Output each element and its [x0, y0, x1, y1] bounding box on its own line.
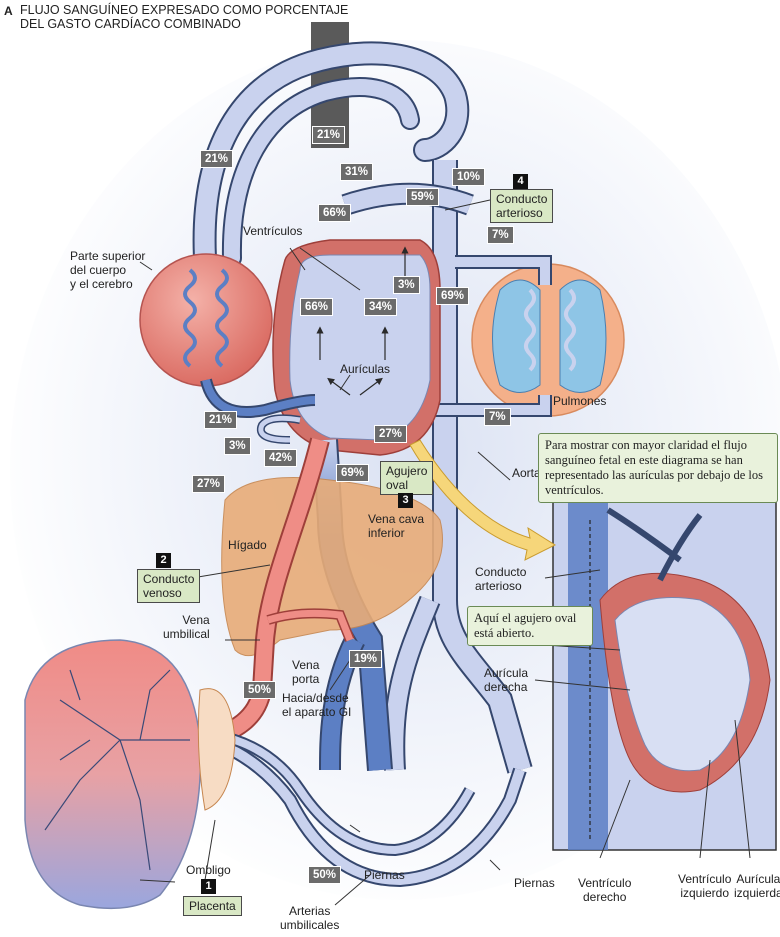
box-foramen-ovale: Agujero oval	[380, 461, 434, 495]
label-lungs: Pulmones	[553, 394, 607, 408]
label-portal-vein: Vena porta	[292, 658, 320, 686]
label-atria: Aurículas	[340, 362, 391, 376]
upper-body-sphere	[139, 253, 273, 387]
label-right-ventricle: Ventrículo derecho	[578, 876, 632, 904]
pct-left-misc: 27%	[192, 475, 226, 493]
label-ivc: Vena cava inferior	[368, 512, 425, 540]
label-ductus-inset: Conducto arterioso	[475, 565, 527, 593]
pct-coronary-sinus: 3%	[224, 437, 251, 455]
title-line-2: DEL GASTO CARDÍACO COMBINADO	[20, 17, 241, 31]
pct-aortic-arch: 66%	[318, 204, 352, 222]
title-line-1: FLUJO SANGUÍNEO EXPRESADO COMO PORCENTAJ…	[20, 3, 349, 17]
pct-umbilical-vein: 50%	[243, 681, 277, 699]
note-foramen: Aquí el agujero oval está abierto.	[467, 606, 593, 646]
label-left-atrium: Aurícula izquierda	[734, 872, 780, 900]
label-aorta: Aorta	[512, 466, 541, 480]
label-umbilical-arteries: Arterias umbilicales	[280, 904, 340, 932]
title-letter: A	[4, 4, 13, 18]
inset-ivc	[568, 502, 608, 850]
num-ductus-venosus: 2	[156, 553, 171, 568]
upper-body-capillaries	[183, 268, 229, 368]
label-liver: Hígado	[228, 538, 267, 552]
num-ductus-arteriosus: 4	[513, 174, 528, 189]
descending-aorta	[383, 160, 533, 774]
placenta-vessels	[44, 669, 190, 871]
inset-arrow	[409, 439, 557, 561]
label-navel: Ombligo	[186, 863, 231, 877]
lung-capillaries	[524, 288, 576, 372]
heart-flow-arrows	[316, 246, 409, 396]
pct-foramen: 27%	[374, 425, 408, 443]
pct-descending-aorta: 69%	[436, 287, 470, 305]
pct-rv: 34%	[364, 298, 398, 316]
navel	[197, 688, 236, 811]
label-upper-body: Parte superior del cuerpo y el cerebro	[70, 249, 146, 291]
umbilical-vein	[197, 437, 355, 750]
label-umbilical-vein: Vena umbilical	[163, 613, 210, 641]
note-atria: Para mostrar con mayor claridad el flujo…	[538, 433, 778, 503]
label-left-ventricle: Ventrículo izquierdo	[678, 872, 732, 900]
inset-chambers	[614, 597, 751, 772]
pct-svc-bottom: 21%	[204, 411, 238, 429]
umbilical-arteries	[212, 729, 527, 888]
lung-right	[559, 279, 607, 393]
pct-pulm-artery: 7%	[487, 226, 514, 244]
pct-ascending: 31%	[340, 163, 374, 181]
box-ductus-arteriosus: Conducto arterioso	[490, 189, 554, 223]
pct-svc-top: 21%	[312, 126, 346, 144]
inset-ductus	[606, 507, 703, 582]
pct-ductus: 59%	[406, 188, 440, 206]
pct-pulm-vein: 7%	[484, 408, 511, 426]
label-legs-2: Piernas	[514, 876, 555, 890]
label-ventricles: Ventrículos	[243, 224, 303, 238]
pct-umbilical-arteries: 50%	[308, 866, 342, 884]
placenta	[24, 639, 202, 910]
pct-coronary: 3%	[393, 276, 420, 294]
label-gi: Hacia/desde el aparato GI	[282, 691, 352, 719]
box-placenta: Placenta	[183, 896, 242, 916]
pct-lv: 66%	[300, 298, 334, 316]
pct-ra-left: 42%	[264, 449, 298, 467]
num-placenta: 1	[201, 879, 216, 894]
pct-left-arch: 21%	[200, 150, 234, 168]
pct-portal: 19%	[349, 650, 383, 668]
upper-vessels	[192, 41, 470, 270]
box-ductus-venosus: Conducto venoso	[137, 569, 201, 603]
label-legs-1: Piernas	[364, 868, 405, 882]
num-foramen-ovale: 3	[398, 493, 413, 508]
pct-ivc: 69%	[336, 464, 370, 482]
pct-descending-top: 10%	[452, 168, 486, 186]
label-right-atrium: Aurícula derecha	[484, 666, 529, 694]
